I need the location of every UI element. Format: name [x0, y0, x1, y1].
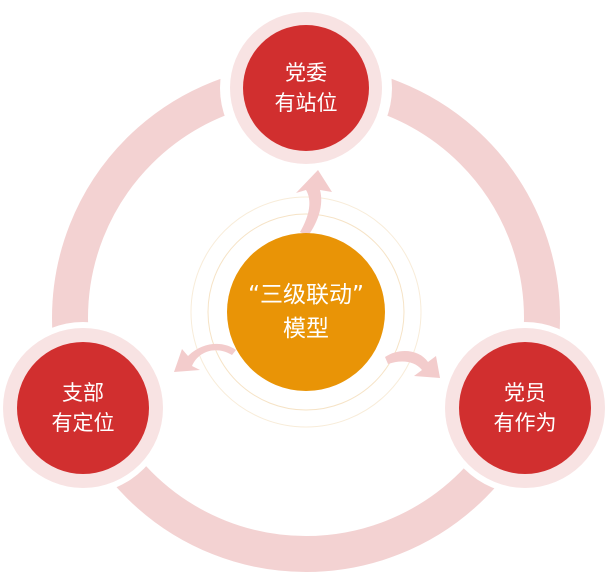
center-label-line2: 模型	[283, 316, 329, 342]
arrow-left	[174, 343, 236, 372]
center-label: “三级联动” 模型	[216, 278, 396, 346]
inner-ring-outer	[190, 196, 422, 428]
left-node-line1: 支部	[62, 381, 104, 405]
left-node-label: 支部 有定位	[13, 378, 153, 438]
top-node-line2: 有站位	[274, 91, 338, 115]
right-node	[459, 342, 591, 474]
left-node	[17, 342, 149, 474]
right-node-line2: 有作为	[493, 411, 557, 435]
top-node-line1: 党委	[285, 61, 327, 85]
arrow-right	[385, 350, 440, 378]
top-node	[243, 25, 369, 151]
right-node-line1: 党员	[504, 381, 546, 405]
right-node-label: 党员 有作为	[455, 378, 595, 438]
inner-ring-inner	[207, 213, 405, 411]
arrow-up	[296, 170, 332, 236]
top-node-label: 党委 有站位	[236, 58, 376, 118]
center-label-line1: “三级联动”	[248, 282, 364, 308]
center-circle	[227, 233, 385, 391]
left-node-line2: 有定位	[51, 411, 115, 435]
